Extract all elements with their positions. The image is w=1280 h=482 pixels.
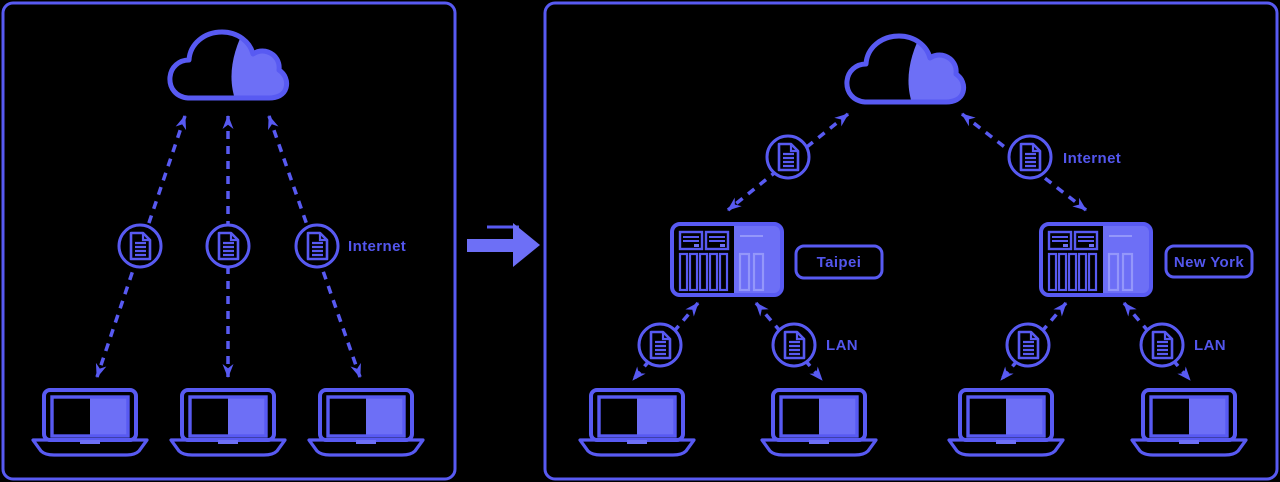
document-sync-icon — [771, 322, 817, 368]
document-sync-icon — [765, 134, 811, 180]
cloud-icon — [847, 36, 964, 102]
laptop-icon — [31, 388, 149, 457]
internet-label: Internet — [348, 238, 406, 255]
site-label-taipei: Taipei — [794, 244, 884, 280]
laptop-icon — [169, 388, 287, 457]
cloud-icon — [170, 32, 287, 98]
left-panel: Internet — [1, 1, 457, 481]
laptop-icon — [1130, 388, 1248, 457]
laptop-icon — [307, 388, 425, 457]
lan-label: LAN — [1194, 337, 1226, 354]
arrow-right-icon — [467, 223, 540, 267]
left-panel-border — [1, 1, 457, 481]
site-label-newyork: New York — [1164, 244, 1254, 279]
document-sync-icon — [1007, 134, 1053, 180]
laptop-icon — [947, 388, 1065, 457]
right-panel: Internet Taipei LAN New York LAN — [543, 1, 1279, 481]
right-panel-border — [543, 1, 1279, 481]
laptop-icon — [578, 388, 696, 457]
taipei-label: Taipei — [817, 254, 862, 271]
laptop-icon — [760, 388, 878, 457]
nas-icon — [670, 222, 784, 297]
nas-icon — [1039, 222, 1153, 297]
document-sync-icon — [1139, 322, 1185, 368]
lan-label: LAN — [826, 337, 858, 354]
newyork-label: New York — [1174, 254, 1244, 271]
document-sync-icon — [1005, 322, 1051, 368]
document-sync-icon — [637, 322, 683, 368]
document-sync-icon — [205, 223, 251, 269]
document-sync-icon — [294, 223, 340, 269]
document-sync-icon — [117, 223, 163, 269]
internet-label: Internet — [1063, 150, 1121, 167]
